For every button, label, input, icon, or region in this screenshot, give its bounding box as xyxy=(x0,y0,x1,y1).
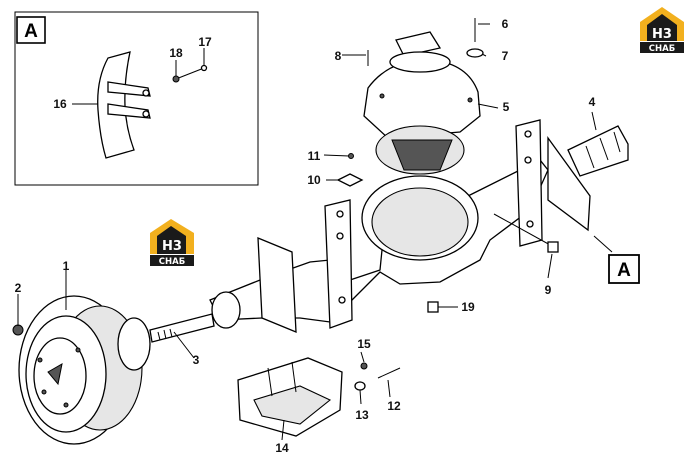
callout-12: 12 xyxy=(387,399,401,413)
callout-11: 11 xyxy=(308,149,321,163)
callout-3: 3 xyxy=(193,353,200,367)
gasket-sealant xyxy=(336,173,364,187)
svg-text:H3: H3 xyxy=(652,27,672,42)
callout-labels: 1 2 3 4 5 6 7 8 9 10 11 12 13 14 15 16 1… xyxy=(15,17,596,455)
fasteners-bottom xyxy=(354,362,401,391)
callout-1: 1 xyxy=(63,259,70,273)
watermark-logo-top-right: H3 CHAБ xyxy=(640,7,684,54)
callout-8: 8 xyxy=(335,49,342,63)
callout-16: 16 xyxy=(53,97,67,111)
svg-text:H3: H3 xyxy=(162,239,182,254)
callout-15: 15 xyxy=(357,337,371,351)
callout-7: 7 xyxy=(502,49,509,63)
wheel-hub xyxy=(18,295,151,445)
differential-carrier xyxy=(363,31,481,175)
callout-5: 5 xyxy=(503,100,510,114)
detail-reference-label: A xyxy=(617,260,631,281)
callout-18: 18 xyxy=(169,46,183,60)
callout-19: 19 xyxy=(461,300,475,314)
svg-text:CHAБ: CHAБ xyxy=(159,257,185,267)
watermark-logo-center: H3 CHAБ xyxy=(150,219,194,267)
detail-box-a: A xyxy=(14,11,259,186)
callout-4: 4 xyxy=(589,95,596,109)
axle-housing xyxy=(209,119,629,333)
callout-2: 2 xyxy=(15,281,22,295)
leader-lines xyxy=(17,23,613,441)
fasteners-top xyxy=(348,18,559,253)
callout-17: 17 xyxy=(198,35,212,49)
nut xyxy=(12,324,24,336)
callout-6: 6 xyxy=(502,17,509,31)
callout-14: 14 xyxy=(275,441,289,455)
axle-shaft xyxy=(149,313,215,343)
callout-13: 13 xyxy=(355,408,369,422)
svg-text:CHAБ: CHAБ xyxy=(649,44,675,54)
detail-reference-a: A xyxy=(608,254,640,284)
callout-10: 10 xyxy=(307,173,321,187)
callout-9: 9 xyxy=(545,283,552,297)
spring-saddle xyxy=(237,357,343,437)
detail-box-label: A xyxy=(24,21,38,42)
